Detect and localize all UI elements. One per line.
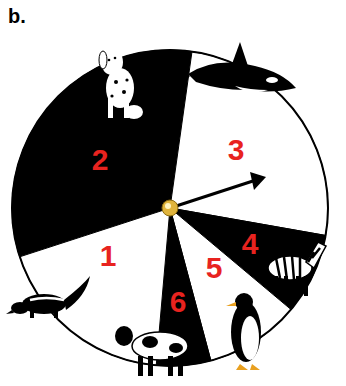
sector-number: 2 (92, 145, 109, 175)
pin-highlight (165, 203, 171, 209)
spinner-pin (162, 200, 178, 216)
orca-icon (174, 42, 296, 92)
spinner-sector (170, 52, 328, 236)
penguin-icon (226, 293, 261, 370)
spinner-rim (12, 50, 328, 366)
spinner-arrow (170, 172, 266, 208)
sector-number: 4 (242, 229, 259, 259)
sector-number: 5 (206, 253, 223, 283)
dog-icon (99, 49, 143, 119)
sector-number: 1 (100, 241, 117, 271)
zebra-icon (268, 242, 326, 296)
spinner-sector (20, 208, 170, 365)
spinner-sectors (12, 50, 328, 366)
figure-label: b. (8, 6, 26, 26)
skunk-icon (6, 276, 90, 318)
sector-number: 3 (228, 135, 245, 165)
sector-number: 6 (170, 287, 187, 317)
cow-icon (115, 326, 188, 376)
